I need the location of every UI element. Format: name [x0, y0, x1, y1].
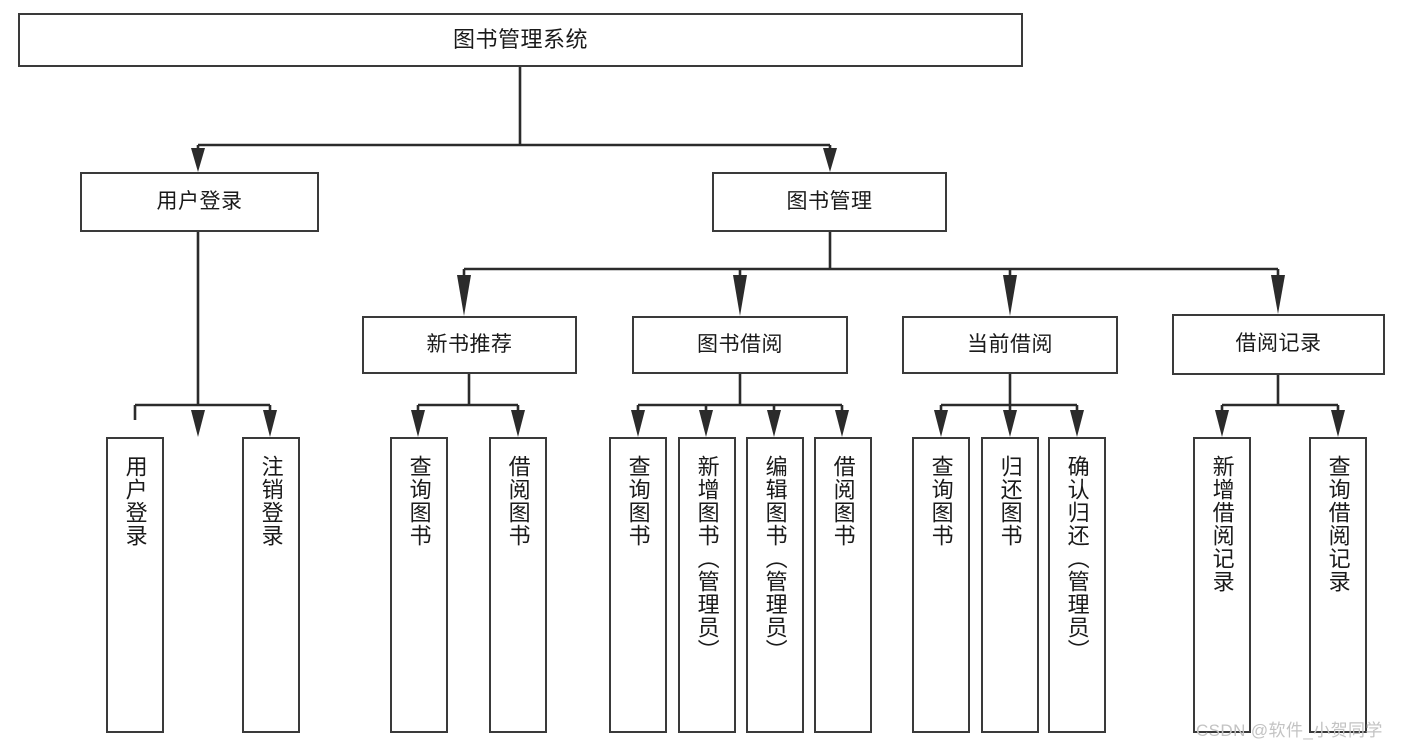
- node-label: 借阅图书: [830, 455, 856, 547]
- node-leaf-query-book-2[interactable]: 查询图书: [609, 437, 667, 733]
- node-label: 查询图书: [625, 455, 651, 547]
- node-leaf-add-book[interactable]: 新增图书（管理员）: [678, 437, 736, 733]
- node-label: 用户登录: [156, 189, 243, 213]
- node-leaf-edit-book[interactable]: 编辑图书（管理员）: [746, 437, 804, 733]
- node-leaf-user-login[interactable]: 用户登录: [106, 437, 164, 733]
- node-label: 确认归还（管理员）: [1064, 455, 1090, 662]
- node-user-login[interactable]: 用户登录: [80, 172, 319, 232]
- node-label: 当前借阅: [967, 332, 1053, 356]
- node-leaf-return-book[interactable]: 归还图书: [981, 437, 1039, 733]
- node-root-system[interactable]: 图书管理系统: [18, 13, 1023, 67]
- node-leaf-confirm-return[interactable]: 确认归还（管理员）: [1048, 437, 1106, 733]
- node-leaf-add-record[interactable]: 新增借阅记录: [1193, 437, 1251, 733]
- node-label: 借阅图书: [505, 455, 531, 547]
- node-label: 注销登录: [258, 455, 284, 547]
- node-label: 查询图书: [928, 455, 954, 547]
- node-label: 图书借阅: [697, 332, 783, 356]
- node-label: 编辑图书（管理员）: [762, 455, 788, 662]
- node-leaf-borrow-book-2[interactable]: 借阅图书: [814, 437, 872, 733]
- node-label: 归还图书: [997, 455, 1023, 547]
- node-borrow-record[interactable]: 借阅记录: [1172, 314, 1385, 375]
- node-leaf-query-record[interactable]: 查询借阅记录: [1309, 437, 1367, 733]
- node-label: 用户登录: [122, 455, 148, 547]
- node-book-manage[interactable]: 图书管理: [712, 172, 947, 232]
- node-label: 新增借阅记录: [1209, 455, 1235, 593]
- node-label: 图书管理系统: [452, 27, 588, 53]
- node-label: 新增图书（管理员）: [694, 455, 720, 662]
- node-leaf-borrow-book-1[interactable]: 借阅图书: [489, 437, 547, 733]
- node-new-book-recommend[interactable]: 新书推荐: [362, 316, 577, 374]
- node-leaf-query-book-3[interactable]: 查询图书: [912, 437, 970, 733]
- node-label: 图书管理: [786, 189, 873, 213]
- csdn-watermark: CSDN @软件_小贺同学: [1196, 721, 1383, 740]
- node-label: 查询借阅记录: [1325, 455, 1351, 593]
- node-leaf-query-book-1[interactable]: 查询图书: [390, 437, 448, 733]
- node-label: 查询图书: [406, 455, 432, 547]
- node-current-borrow[interactable]: 当前借阅: [902, 316, 1118, 374]
- node-leaf-logout-login[interactable]: 注销登录: [242, 437, 300, 733]
- node-label: 借阅记录: [1235, 332, 1322, 356]
- node-label: 新书推荐: [426, 332, 513, 356]
- node-book-borrow[interactable]: 图书借阅: [632, 316, 848, 374]
